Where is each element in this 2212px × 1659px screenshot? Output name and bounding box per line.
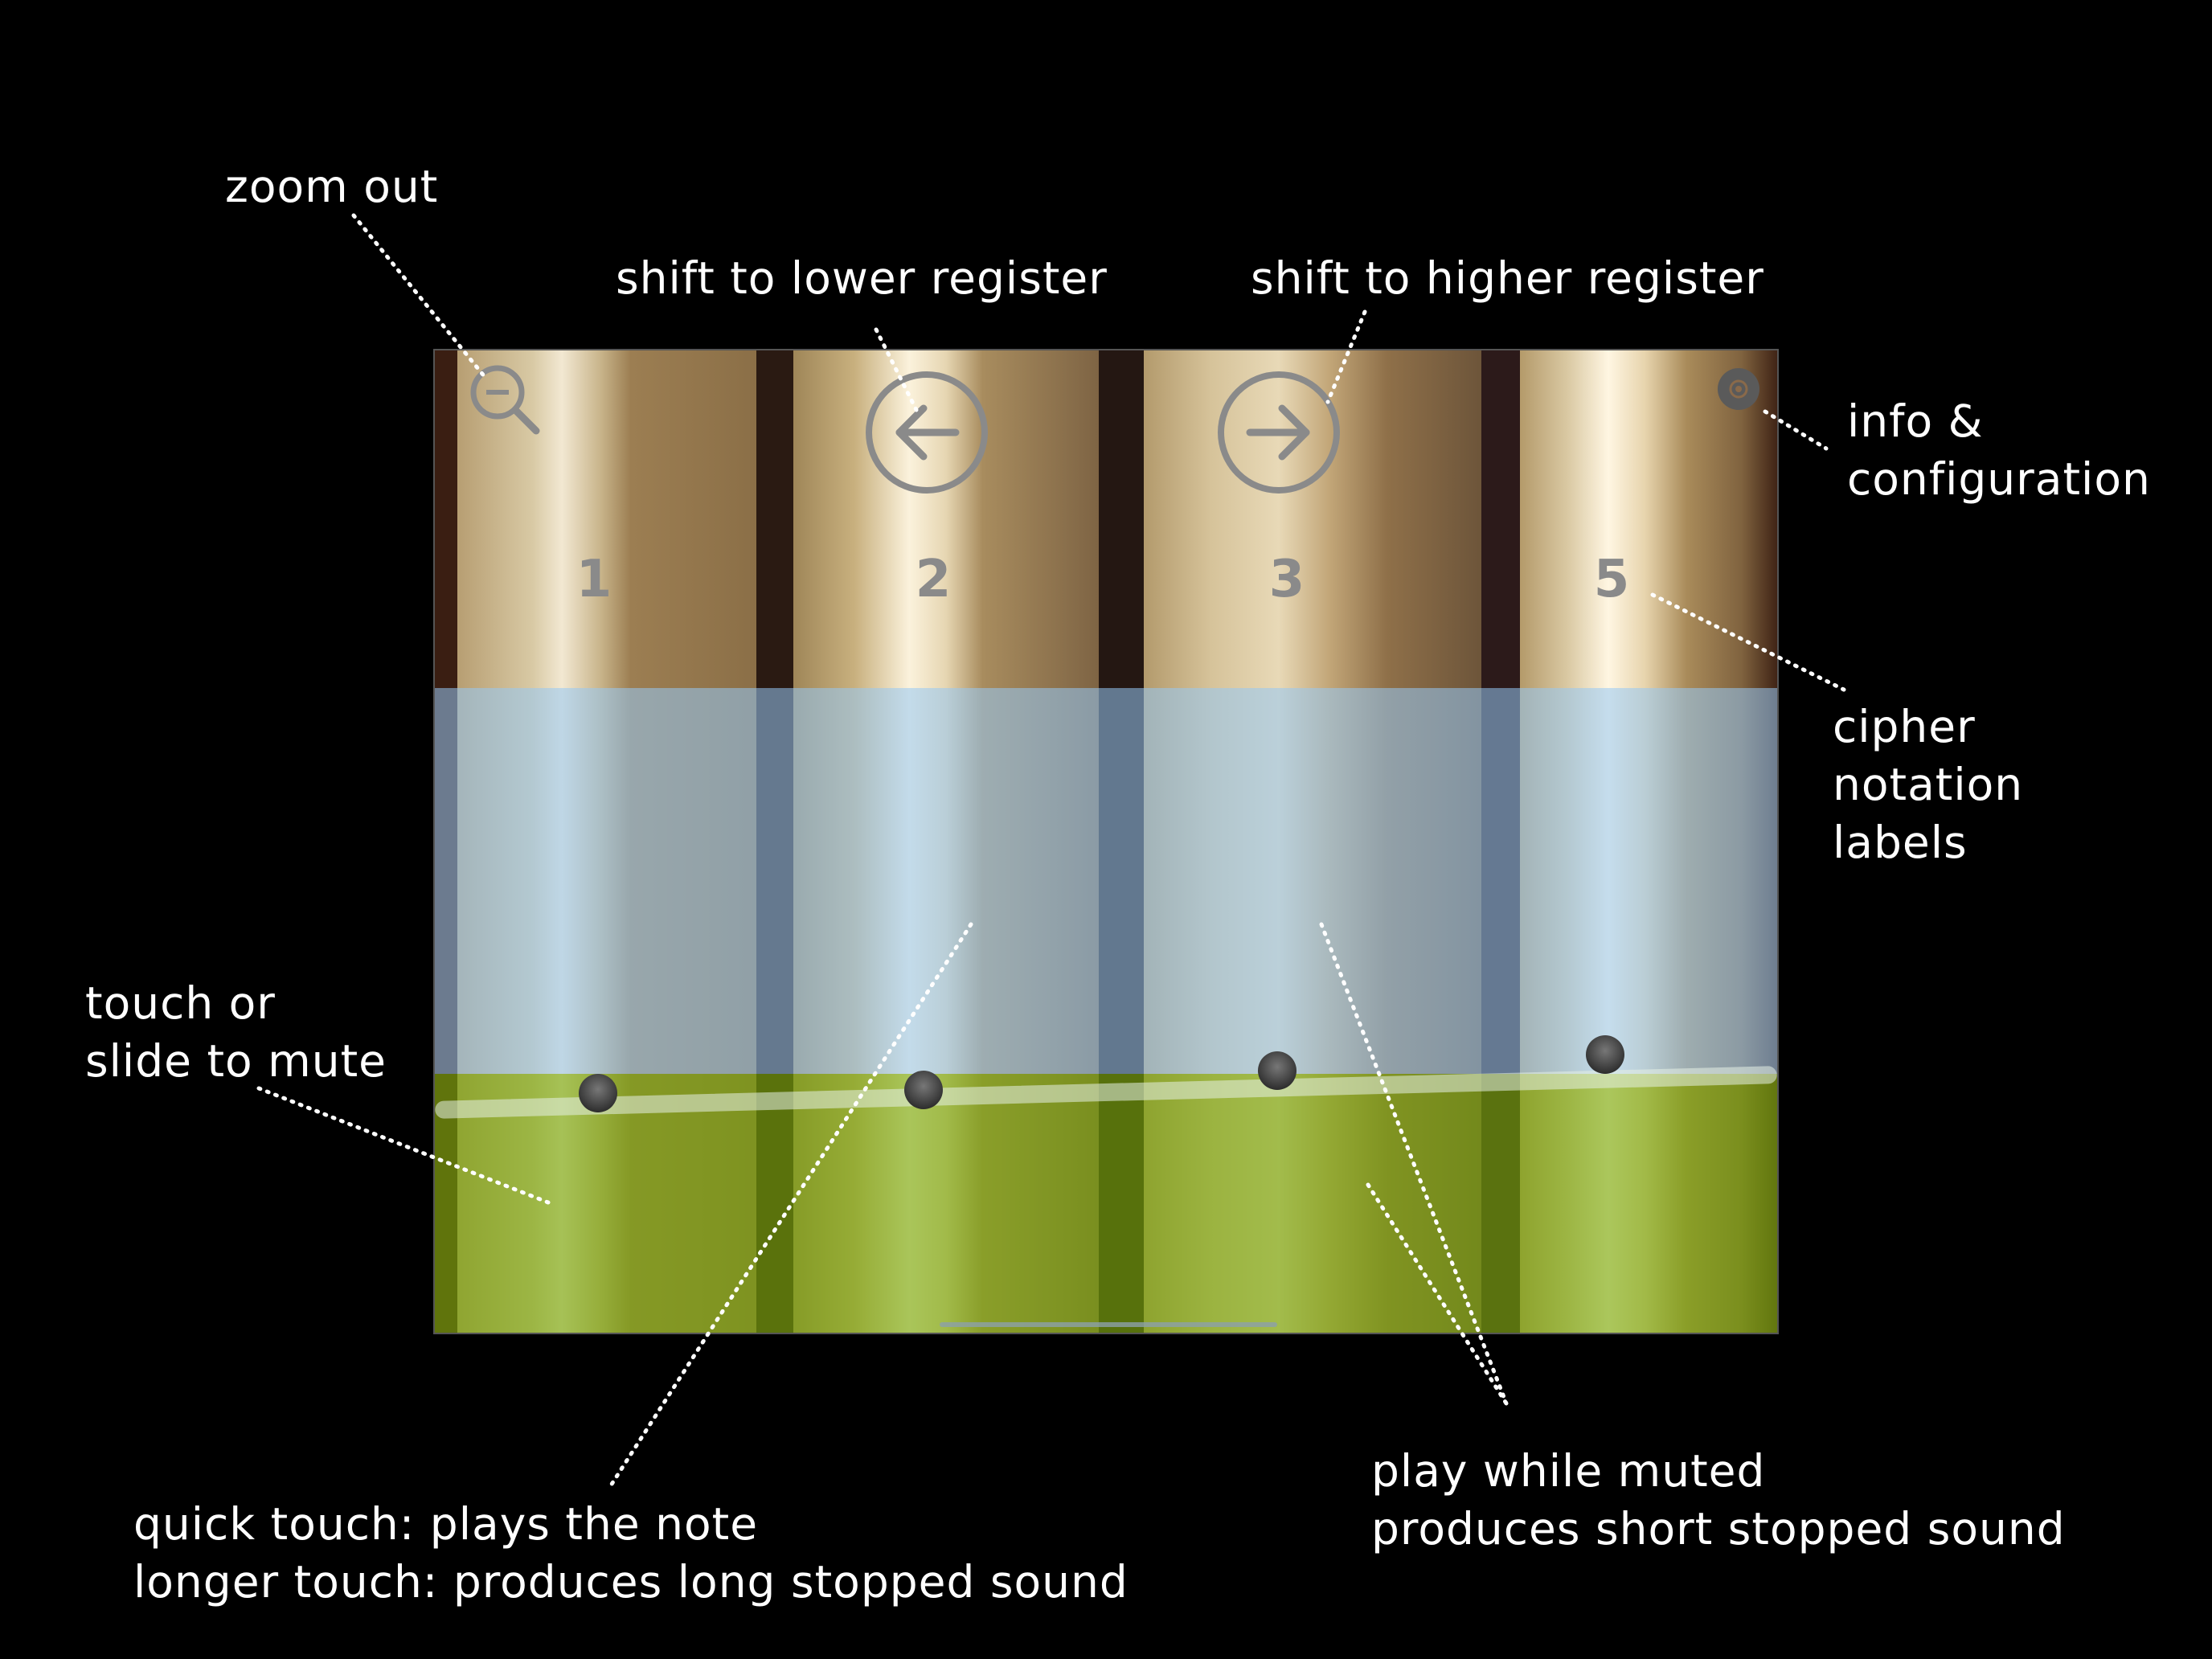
home-indicator[interactable] (940, 1322, 1277, 1327)
peg (1258, 1051, 1296, 1090)
gear-icon (1729, 379, 1748, 399)
instrument-screen[interactable]: 1 2 3 5 (433, 349, 1779, 1334)
peg (904, 1071, 943, 1109)
arrow-left-icon (895, 404, 960, 461)
zoom-out-icon (470, 365, 540, 435)
peg (579, 1074, 617, 1112)
annotation-play-muted: play while muted produces short stopped … (1371, 1445, 2066, 1555)
annotation-higher-register: shift to higher register (1251, 252, 1764, 304)
cipher-label: 1 (576, 550, 612, 609)
arrow-right-icon (1246, 404, 1310, 461)
annotation-zoom-out: zoom out (225, 161, 439, 212)
leader-info-config (1763, 409, 1829, 451)
cipher-label: 3 (1268, 550, 1305, 609)
annotation-quick-touch: quick touch: plays the note longer touch… (133, 1498, 1129, 1608)
higher-register-button[interactable] (1218, 371, 1340, 494)
leader-higher-register (1325, 309, 1367, 404)
annotation-lower-register: shift to lower register (616, 252, 1108, 304)
annotation-mute: touch or slide to mute (85, 977, 387, 1087)
play-zone[interactable] (435, 688, 1777, 1074)
annotation-info-config: info & configuration (1847, 395, 2151, 505)
leader-play-muted-1 (1319, 922, 1509, 1406)
settings-button[interactable] (1718, 368, 1759, 410)
leader-zoom-out (351, 213, 488, 380)
mute-zone[interactable] (435, 1074, 1777, 1333)
zoom-out-button[interactable] (465, 360, 546, 440)
peg (1586, 1035, 1624, 1074)
leader-cipher (1650, 592, 1846, 692)
cipher-label: 2 (915, 550, 952, 609)
leader-quick-touch (608, 922, 973, 1488)
leader-play-muted-2 (1366, 1182, 1509, 1406)
cipher-label: 5 (1593, 550, 1630, 609)
leader-mute (256, 1086, 551, 1205)
leader-lower-register (874, 327, 919, 412)
annotation-cipher-labels: cipher notation labels (1833, 701, 2024, 868)
lower-register-button[interactable] (866, 371, 988, 494)
